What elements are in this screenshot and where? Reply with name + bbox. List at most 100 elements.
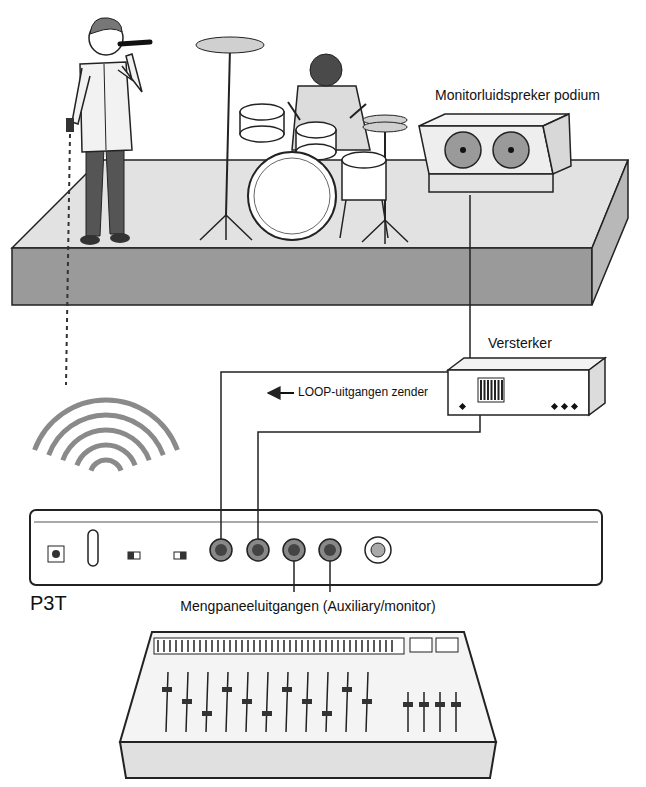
channel-tick xyxy=(325,640,327,652)
radio-wave xyxy=(63,430,149,460)
channel-tick xyxy=(187,640,189,652)
label-wrap: Monitorluidspreker podium xyxy=(435,87,600,104)
amp-top xyxy=(448,358,605,370)
amp-vent xyxy=(478,378,504,402)
xlr-jack xyxy=(210,539,232,561)
cable xyxy=(258,415,480,510)
channel-tick xyxy=(337,640,339,652)
fader-knob xyxy=(162,687,172,692)
cable xyxy=(221,372,448,510)
speaker-base xyxy=(429,174,553,192)
channel-tick xyxy=(175,640,177,652)
radio-wave xyxy=(49,415,164,455)
radio-wave xyxy=(77,445,135,465)
amp-knob xyxy=(551,403,558,410)
monitor-speaker: Monitorluidspreker podium xyxy=(415,112,573,195)
channel-tick xyxy=(163,640,165,652)
xlr-jack-inner xyxy=(215,544,227,556)
channel-tick xyxy=(283,640,285,652)
cable-stub xyxy=(220,510,222,540)
meter xyxy=(410,638,432,652)
power-jack xyxy=(48,546,64,562)
fader-knob xyxy=(202,711,212,716)
channel-tick xyxy=(289,640,291,652)
switch-lever xyxy=(128,552,134,559)
device-label: Versterker xyxy=(488,335,552,352)
label-wrap: P3T xyxy=(30,591,67,615)
microphone xyxy=(120,42,150,44)
drummer-head xyxy=(310,54,342,86)
fader-knob xyxy=(451,702,461,707)
belt-pack xyxy=(66,118,74,132)
channel-tick xyxy=(307,640,309,652)
singer-leg xyxy=(106,148,124,234)
channel-tick xyxy=(265,640,267,652)
tom-head xyxy=(240,126,284,142)
fader-track xyxy=(423,692,425,732)
antenna-connector xyxy=(365,537,391,563)
cable xyxy=(469,195,471,358)
channel-tick xyxy=(361,640,363,652)
channel-tick xyxy=(379,640,381,652)
singer-arm xyxy=(118,54,142,92)
vent-slot xyxy=(498,380,500,400)
channel-tick xyxy=(259,640,261,652)
channel-tick xyxy=(391,640,393,652)
channel-tick xyxy=(199,640,201,652)
cymbal-stand xyxy=(226,48,230,215)
vent-slot xyxy=(494,380,496,400)
fader-track xyxy=(455,692,457,732)
xlr-jack-inner xyxy=(324,544,336,556)
amp-knob xyxy=(571,403,578,410)
tom-head xyxy=(296,122,336,138)
vent-slot xyxy=(480,380,482,400)
channel-tick xyxy=(301,640,303,652)
singer-figure xyxy=(66,18,150,245)
channel-tick xyxy=(217,640,219,652)
woofer-cap xyxy=(508,147,514,153)
fader-track xyxy=(206,672,208,732)
stage-side xyxy=(592,160,628,305)
amp-side xyxy=(589,358,605,415)
channel-tick xyxy=(367,640,369,652)
speaker-side xyxy=(543,114,571,174)
xlr-jack xyxy=(247,539,269,561)
vent-slot xyxy=(487,380,489,400)
cable-stub xyxy=(257,510,259,540)
channel-tick xyxy=(313,640,315,652)
fader-knob xyxy=(362,699,372,704)
mixer-front xyxy=(120,742,496,778)
label-wrap: Versterker xyxy=(488,335,552,352)
mixer-top xyxy=(120,632,496,742)
channel-tick xyxy=(271,640,273,652)
floor-tom-head xyxy=(342,152,386,168)
drumstick xyxy=(288,102,300,120)
drum-kit xyxy=(196,37,408,244)
channel-tick xyxy=(277,640,279,652)
power-jack-hole xyxy=(52,550,60,558)
singer-shoe xyxy=(110,233,130,243)
fader-knob xyxy=(242,699,252,704)
channel-tick xyxy=(373,640,375,652)
monitor-speaker-shape xyxy=(415,112,573,195)
singer-leg xyxy=(86,148,104,236)
tom-head xyxy=(240,104,284,120)
radio-wave xyxy=(91,460,121,471)
channel-tick xyxy=(169,640,171,652)
cable xyxy=(329,585,331,592)
meter xyxy=(436,638,458,652)
channel-tick xyxy=(355,640,357,652)
channel-tick xyxy=(211,640,213,652)
channel-tick xyxy=(385,640,387,652)
switch-lever xyxy=(180,552,186,559)
fader-track xyxy=(439,692,441,732)
radio-wave xyxy=(35,400,178,450)
channel-strip xyxy=(154,638,404,654)
cable-stub xyxy=(329,560,331,585)
cable-clip xyxy=(88,530,98,566)
channel-tick xyxy=(241,640,243,652)
fader-knob xyxy=(322,711,332,716)
mixing-console: Mengpaneeluitgangen (Auxiliary/monitor) xyxy=(118,592,498,780)
